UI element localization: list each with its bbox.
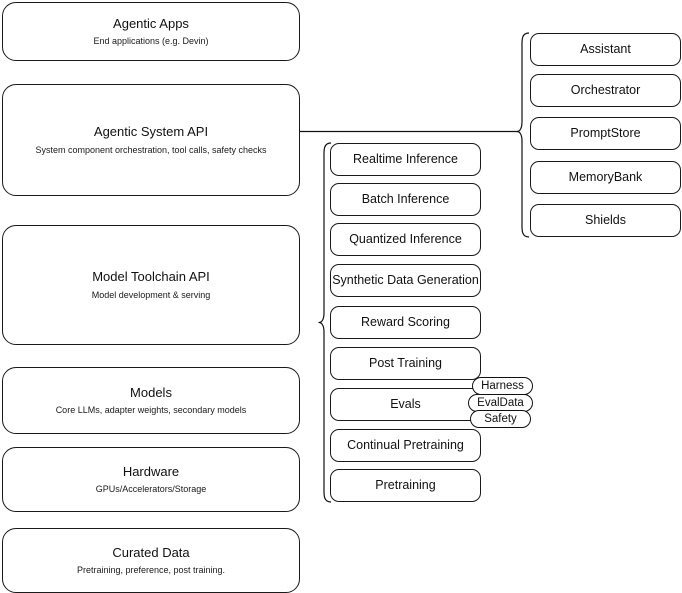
layer-model-toolchain-api[interactable]: Model Toolchain API Model development & … xyxy=(2,225,300,345)
chip-label: Post Training xyxy=(369,355,442,370)
toolchain-item-pretraining[interactable]: Pretraining xyxy=(330,469,481,502)
pill-label: Harness xyxy=(481,380,524,392)
layer-subtitle: GPUs/Accelerators/Storage xyxy=(95,484,207,494)
layer-models[interactable]: Models Core LLMs, adapter weights, secon… xyxy=(2,367,300,434)
layer-subtitle: End applications (e.g. Devin) xyxy=(93,36,209,46)
toolchain-item-batch-inference[interactable]: Batch Inference xyxy=(330,183,481,216)
layer-subtitle: Pretraining, preference, post training. xyxy=(76,565,226,575)
layer-curated-data[interactable]: Curated Data Pretraining, preference, po… xyxy=(2,528,300,593)
agentic-component-shields[interactable]: Shields xyxy=(530,204,681,237)
agentic-component-memorybank[interactable]: MemoryBank xyxy=(530,161,681,194)
toolchain-item-evals[interactable]: Evals xyxy=(330,388,481,421)
agentic-component-assistant[interactable]: Assistant xyxy=(530,33,681,66)
toolchain-item-synthetic-data-generation[interactable]: Synthetic Data Generation xyxy=(330,264,481,297)
toolchain-item-realtime-inference[interactable]: Realtime Inference xyxy=(330,143,481,176)
layer-subtitle: System component orchestration, tool cal… xyxy=(35,144,267,155)
chip-label: Evals xyxy=(390,396,421,411)
pill-label: EvalData xyxy=(477,397,524,409)
chip-label: Reward Scoring xyxy=(361,314,450,329)
chip-label: PromptStore xyxy=(570,125,641,140)
layer-title: Agentic Apps xyxy=(113,15,189,31)
chip-label: Pretraining xyxy=(375,477,436,492)
layer-title: Curated Data xyxy=(112,544,190,560)
agentic-component-promptstore[interactable]: PromptStore xyxy=(530,117,681,150)
layer-agentic-apps[interactable]: Agentic Apps End applications (e.g. Devi… xyxy=(2,2,300,61)
agentic-component-orchestrator[interactable]: Orchestrator xyxy=(530,74,681,107)
brace-agentic-components xyxy=(516,32,530,238)
chip-label: Continual Pretraining xyxy=(347,437,464,452)
layer-agentic-system-api[interactable]: Agentic System API System component orch… xyxy=(2,84,300,196)
layer-title: Models xyxy=(130,384,172,400)
layer-hardware[interactable]: Hardware GPUs/Accelerators/Storage xyxy=(2,447,300,512)
toolchain-item-quantized-inference[interactable]: Quantized Inference xyxy=(330,223,481,256)
chip-label: MemoryBank xyxy=(568,169,643,184)
layer-title: Agentic System API xyxy=(93,124,209,140)
chip-label: Batch Inference xyxy=(361,191,450,206)
toolchain-item-continual-pretraining[interactable]: Continual Pretraining xyxy=(330,429,481,462)
chip-label: Realtime Inference xyxy=(353,151,458,166)
eval-badge-safety[interactable]: Safety xyxy=(470,410,531,428)
chip-label: Orchestrator xyxy=(570,82,641,97)
toolchain-item-post-training[interactable]: Post Training xyxy=(330,347,481,380)
chip-label: Shields xyxy=(585,212,626,227)
toolchain-item-reward-scoring[interactable]: Reward Scoring xyxy=(330,306,481,339)
layer-subtitle: Core LLMs, adapter weights, secondary mo… xyxy=(55,405,247,415)
layer-title: Model Toolchain API xyxy=(92,269,210,285)
layer-subtitle: Model development & serving xyxy=(91,289,211,300)
layer-title: Hardware xyxy=(122,463,180,479)
chip-label: Synthetic Data Generation xyxy=(332,272,479,287)
eval-badge-harness[interactable]: Harness xyxy=(472,377,533,395)
chip-label: Quantized Inference xyxy=(349,231,462,246)
pill-label: Safety xyxy=(484,413,517,425)
chip-label: Assistant xyxy=(580,41,631,56)
